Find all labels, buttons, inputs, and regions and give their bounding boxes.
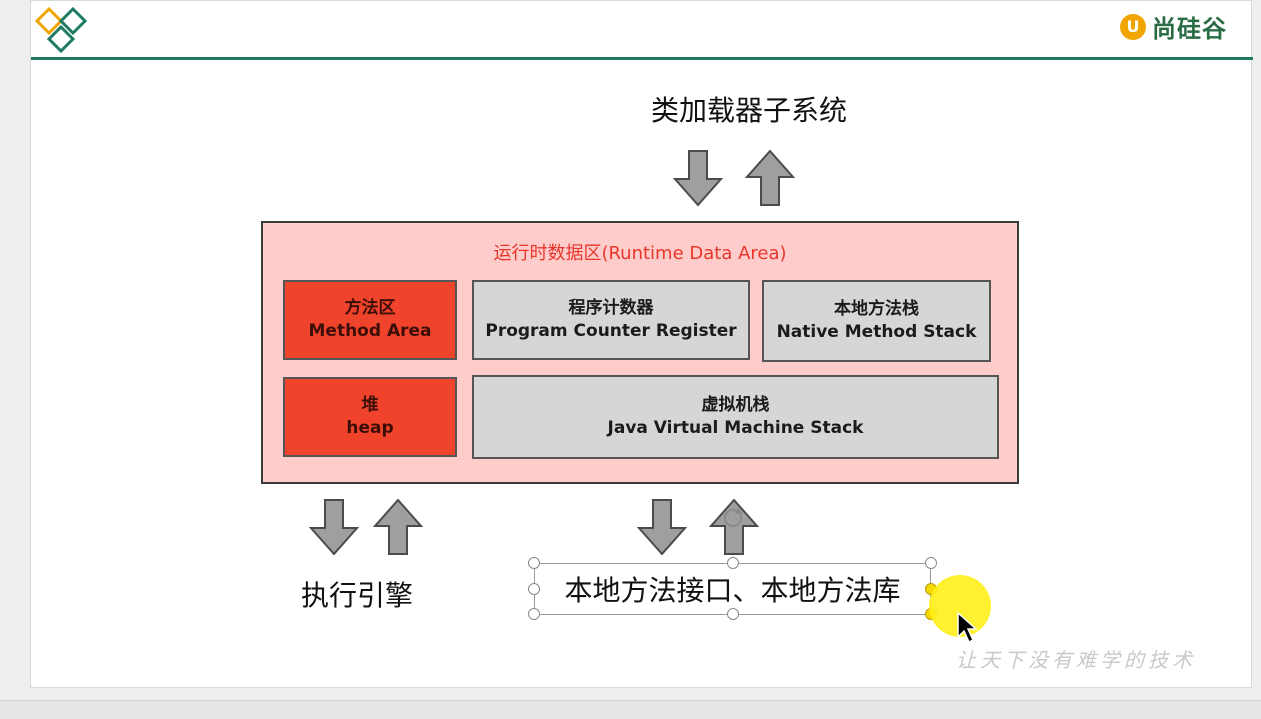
brand-mark-icon: U <box>1120 13 1146 40</box>
resize-handle-bottom[interactable] <box>727 608 739 620</box>
arrow-down-icon <box>309 499 359 556</box>
method-area-en: Method Area <box>308 321 432 341</box>
header-rule <box>31 57 1253 60</box>
resize-handle-left[interactable] <box>528 583 540 595</box>
runtime-data-area: 运行时数据区(Runtime Data Area) 方法区 Method Are… <box>261 221 1019 484</box>
heap-zh: 堆 <box>361 395 379 415</box>
program-counter-register-en: Program Counter Register <box>485 321 737 341</box>
resize-handle-top-right[interactable] <box>925 557 937 569</box>
mouse-pointer-icon <box>957 611 978 644</box>
rotate-handle-icon[interactable] <box>721 506 745 530</box>
arrow-up-icon <box>745 149 795 206</box>
native-method-stack-en: Native Method Stack <box>776 322 977 342</box>
arrow-up-icon <box>709 498 759 555</box>
arrow-up-icon <box>373 498 423 555</box>
resize-handle-top[interactable] <box>727 557 739 569</box>
resize-handle-top-left[interactable] <box>528 557 540 569</box>
method-area-box: 方法区 Method Area <box>283 280 457 360</box>
heap-box: 堆 heap <box>283 377 457 457</box>
brand-logo: U 尚硅谷 <box>1120 9 1227 44</box>
class-loader-subsystem-label: 类加载器子系统 <box>651 94 848 127</box>
jvm-stack-zh: 虚拟机栈 <box>701 395 770 415</box>
program-counter-register-box: 程序计数器 Program Counter Register <box>472 280 750 360</box>
arrow-down-icon <box>673 150 723 207</box>
bottom-strip <box>0 700 1261 719</box>
brand-name: 尚硅谷 <box>1152 15 1227 43</box>
program-counter-register-zh: 程序计数器 <box>568 298 654 318</box>
method-area-zh: 方法区 <box>344 298 396 318</box>
jvm-stack-box: 虚拟机栈 Java Virtual Machine Stack <box>472 375 999 459</box>
watermark: 让天下没有难学的技术 <box>956 648 1196 672</box>
slide: U 尚硅谷 类加载器子系统 运行时数据区(Runtime Data Area) … <box>30 0 1253 688</box>
resize-handle-bottom-left[interactable] <box>528 608 540 620</box>
arrow-down-icon <box>637 499 687 556</box>
native-interface-label: 本地方法接口、本地方法库 <box>564 574 901 607</box>
diamonds-logo-icon <box>35 6 88 54</box>
execution-engine-label: 执行引擎 <box>301 579 414 612</box>
jvm-stack-en: Java Virtual Machine Stack <box>607 418 864 438</box>
native-method-stack-zh: 本地方法栈 <box>834 299 919 319</box>
native-method-stack-box: 本地方法栈 Native Method Stack <box>762 280 991 362</box>
runtime-data-area-title: 运行时数据区(Runtime Data Area) <box>493 243 787 264</box>
native-interface-textbox[interactable]: 本地方法接口、本地方法库 <box>534 563 931 615</box>
heap-en: heap <box>346 418 394 438</box>
